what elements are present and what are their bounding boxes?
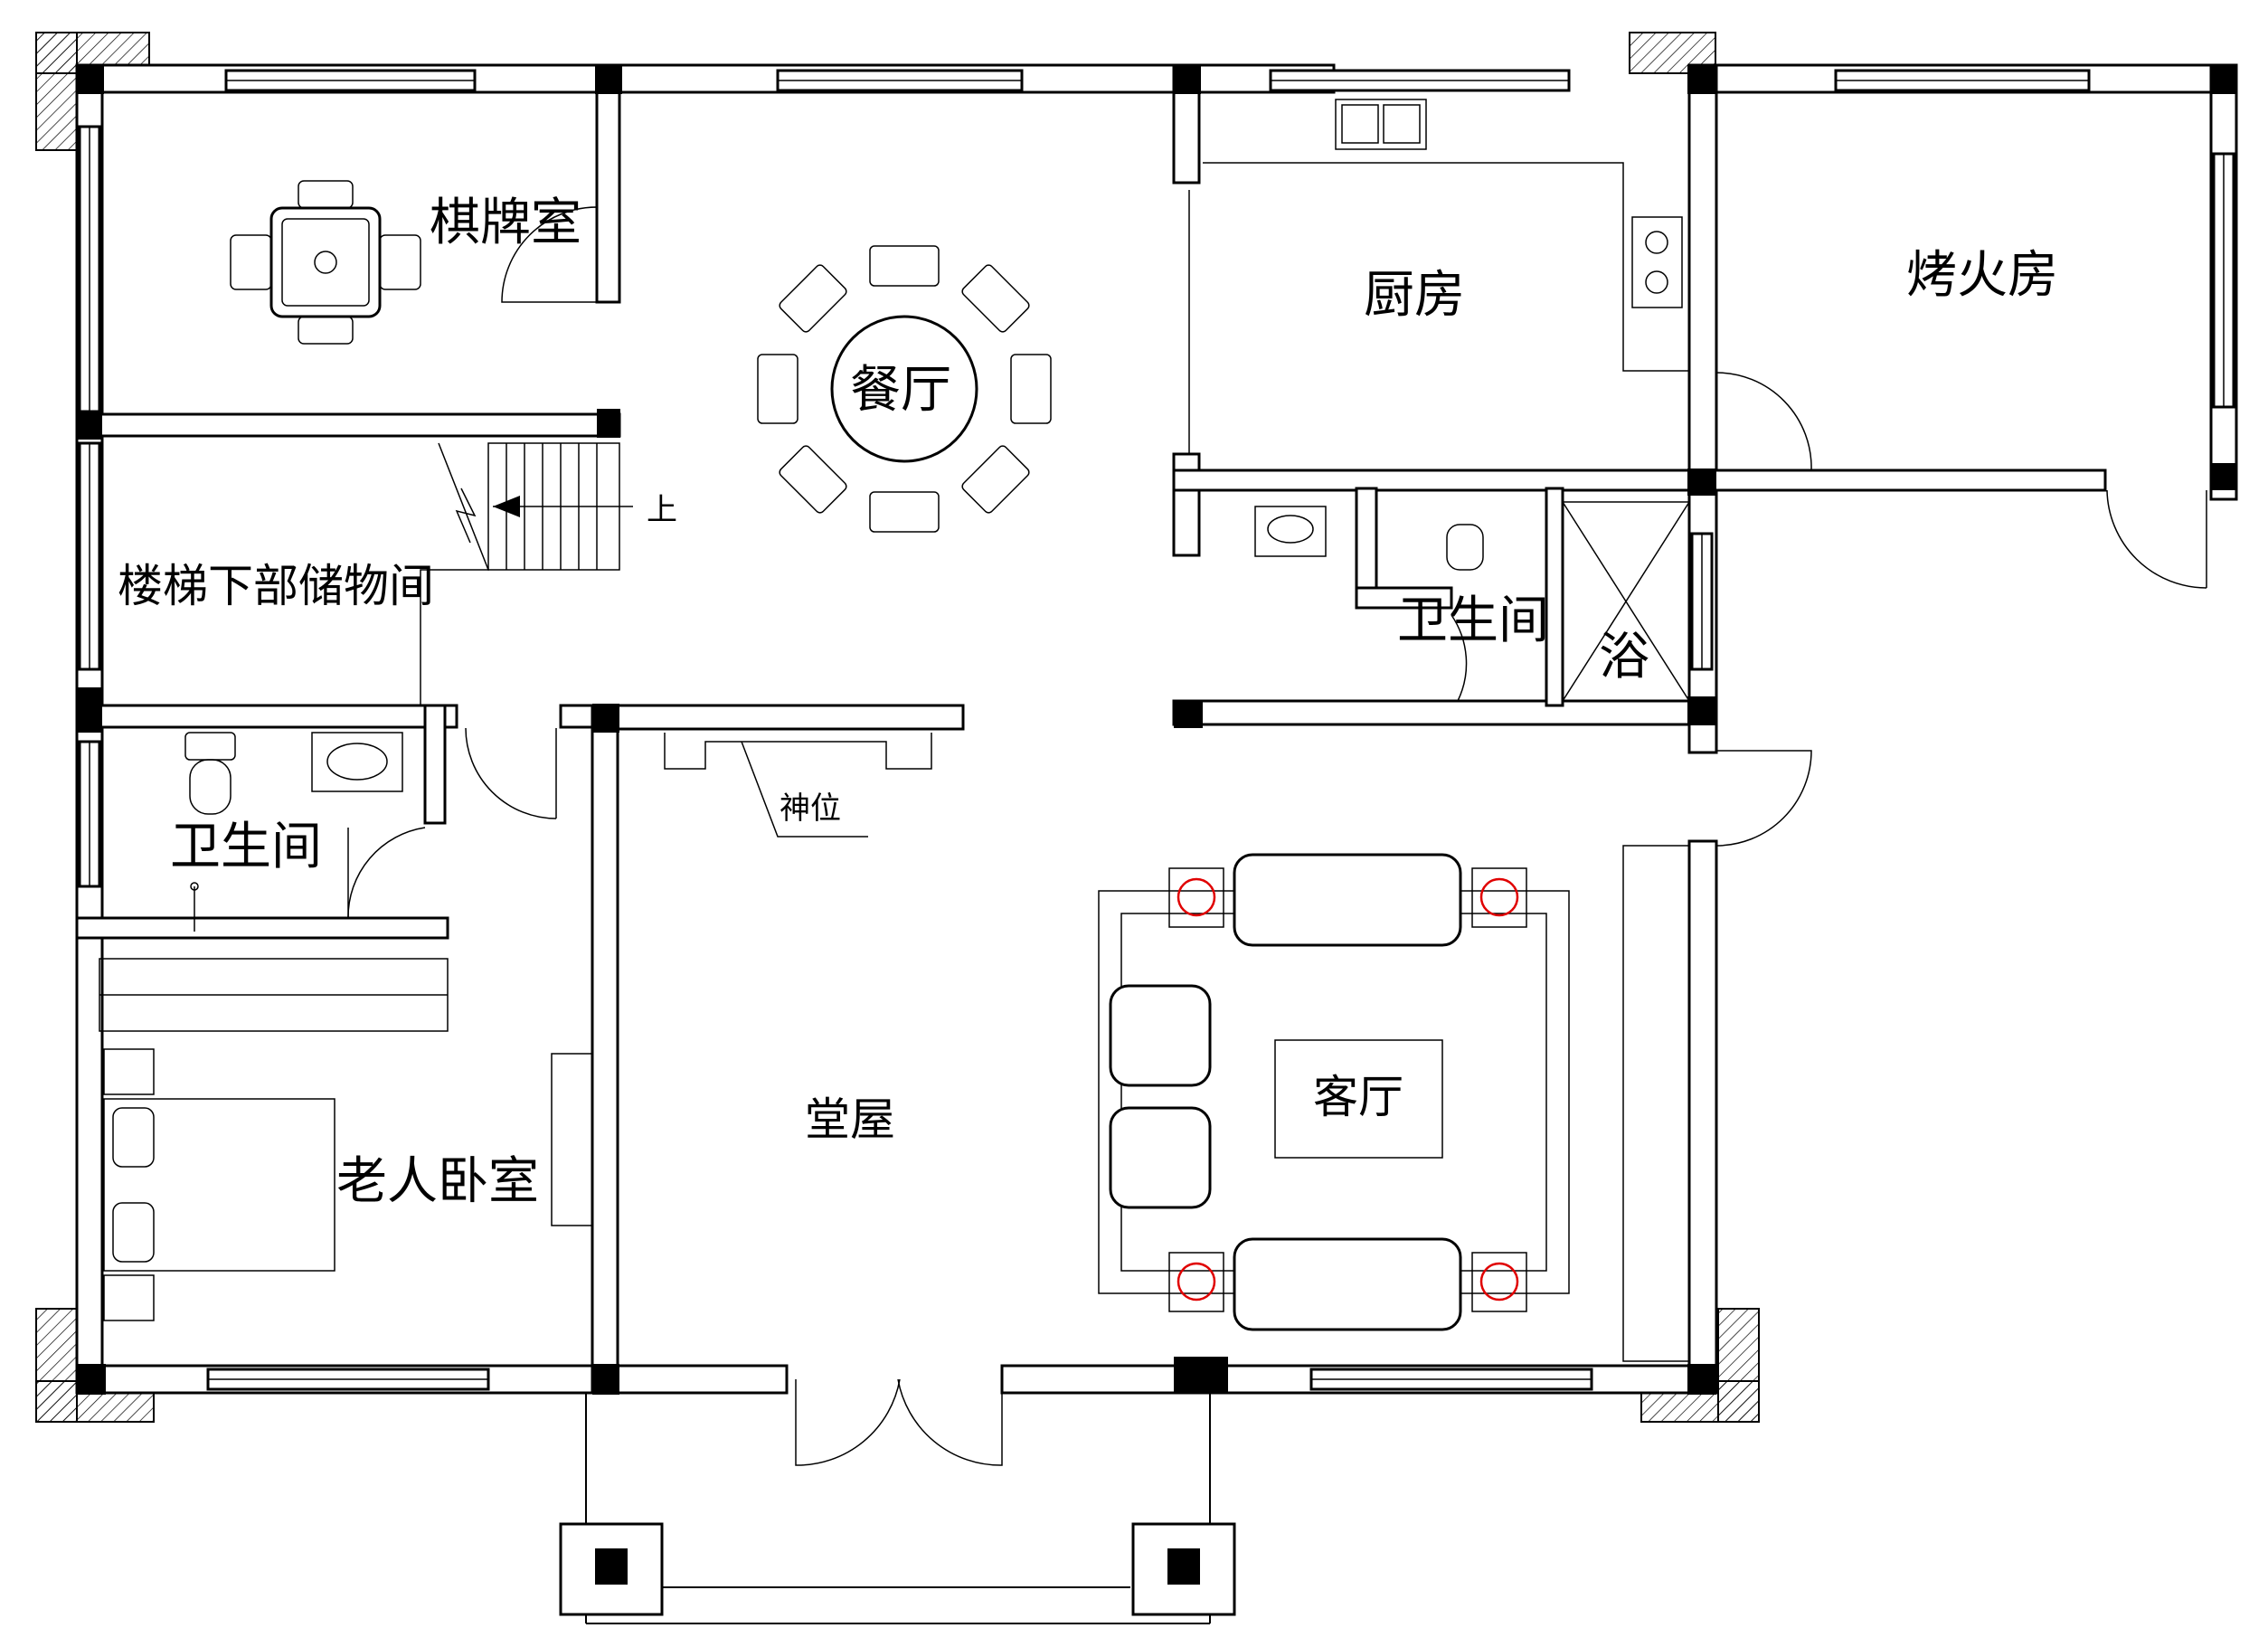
living-room-label: 客厅 — [1313, 1071, 1403, 1123]
chess-table — [230, 180, 421, 345]
bathroom-upper-label: 卫生间 — [1397, 592, 1549, 650]
staircase — [420, 442, 633, 705]
chess-room-label: 棋牌室 — [430, 194, 581, 252]
columns — [77, 65, 2236, 1395]
shrine-table — [664, 733, 932, 838]
shrine-label: 神位 — [780, 790, 841, 827]
left-bathroom-fixtures — [184, 732, 403, 932]
shower-label: 浴 — [1599, 628, 1649, 686]
upper-bathroom-fixtures — [1254, 501, 1690, 702]
elder-bedroom-label: 老人卧室 — [336, 1152, 539, 1211]
kitchen-label: 厨房 — [1364, 266, 1465, 325]
windows — [78, 69, 2235, 1391]
dining-room-label: 餐厅 — [850, 361, 951, 420]
living-room-furniture — [1098, 845, 1690, 1362]
room-labels: 棋牌室 餐厅 厨房 烤火房 楼梯下部储物间 上 卫生间 浴 卫生间 神位 堂屋 … — [118, 194, 2058, 1211]
stair-up-label: 上 — [647, 492, 677, 528]
corner-pads — [35, 32, 1760, 1423]
bathroom-left-label: 卫生间 — [170, 818, 322, 876]
fire-room-label: 烤火房 — [1906, 246, 2058, 305]
kitchen-counter — [1203, 99, 1689, 372]
dining-table — [757, 245, 1052, 533]
doors — [347, 190, 2207, 1466]
main-hall-label: 堂屋 — [805, 1093, 895, 1146]
porch — [559, 1393, 1236, 1624]
stair-storage-label: 楼梯下部储物间 — [118, 560, 434, 612]
bedroom-furniture — [99, 958, 593, 1321]
